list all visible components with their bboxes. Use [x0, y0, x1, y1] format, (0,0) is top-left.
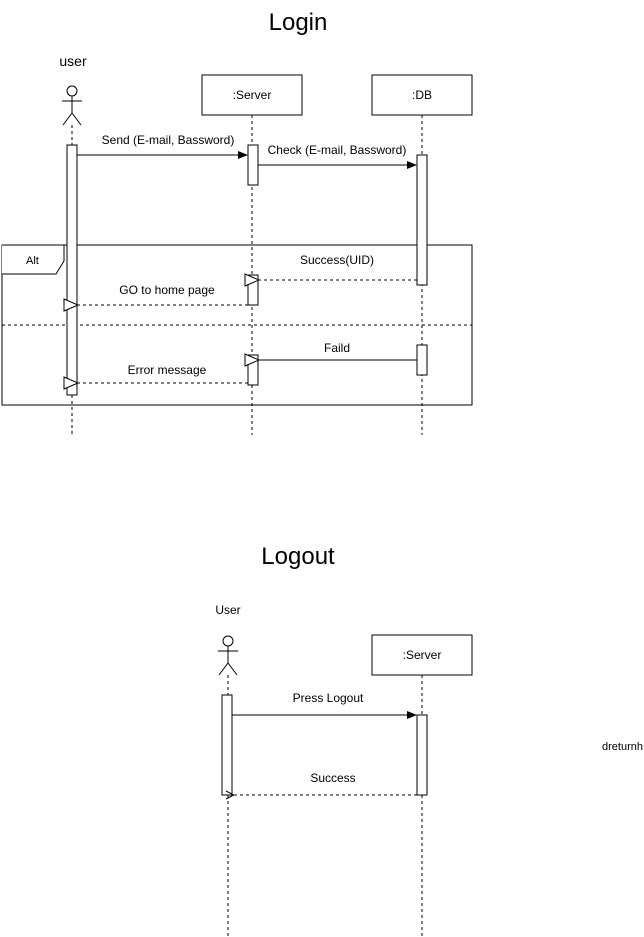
login-server-participant: :Server	[201, 74, 303, 116]
msg-press-logout: Press Logout	[232, 691, 417, 719]
msg-check: Check (E-mail, Bassword)	[258, 143, 417, 169]
msg-send: Send (E-mail, Bassword)	[77, 133, 248, 159]
logout-server-participant: :Server	[371, 634, 473, 676]
msg-logout-success: Success	[234, 771, 417, 795]
login-server-activation-3	[247, 354, 259, 386]
login-db-activation-2	[416, 344, 428, 376]
msg-go-home: GO to home page	[78, 283, 248, 305]
msg-success-uid-label: Success(UID)	[300, 253, 374, 267]
logout-user-activation	[221, 694, 233, 796]
alt-label: Alt	[26, 255, 39, 267]
stray-text: dreturnh	[602, 741, 643, 753]
msg-go-home-label: GO to home page	[119, 283, 215, 297]
login-user-label: user	[59, 53, 87, 69]
login-db-label: :DB	[412, 88, 432, 102]
login-db-activation-1	[416, 154, 428, 286]
login-title: Login	[269, 9, 328, 36]
alt-fragment: Alt	[1, 244, 473, 406]
msg-check-label: Check (E-mail, Bassword)	[268, 143, 407, 157]
msg-error-label: Error message	[128, 363, 207, 377]
msg-send-label: Send (E-mail, Bassword)	[102, 133, 235, 147]
logout-server-label: :Server	[403, 648, 442, 662]
login-user-activation	[66, 144, 78, 396]
msg-faild-label: Faild	[324, 341, 350, 355]
logout-user-label: User	[215, 603, 240, 617]
msg-faild: Faild	[259, 341, 417, 360]
login-db-participant: :DB	[371, 74, 473, 116]
msg-error: Error message	[78, 363, 248, 383]
msg-success-uid: Success(UID)	[259, 253, 417, 280]
login-server-activation-2	[247, 274, 259, 306]
login-user-actor-icon	[62, 85, 82, 126]
login-server-activation-1	[247, 144, 259, 186]
msg-press-logout-label: Press Logout	[293, 691, 364, 705]
msg-logout-success-label: Success	[310, 771, 355, 785]
logout-user-actor-icon	[218, 635, 238, 676]
logout-title: Logout	[261, 543, 335, 570]
logout-server-activation	[416, 714, 428, 796]
login-server-label: :Server	[233, 88, 272, 102]
